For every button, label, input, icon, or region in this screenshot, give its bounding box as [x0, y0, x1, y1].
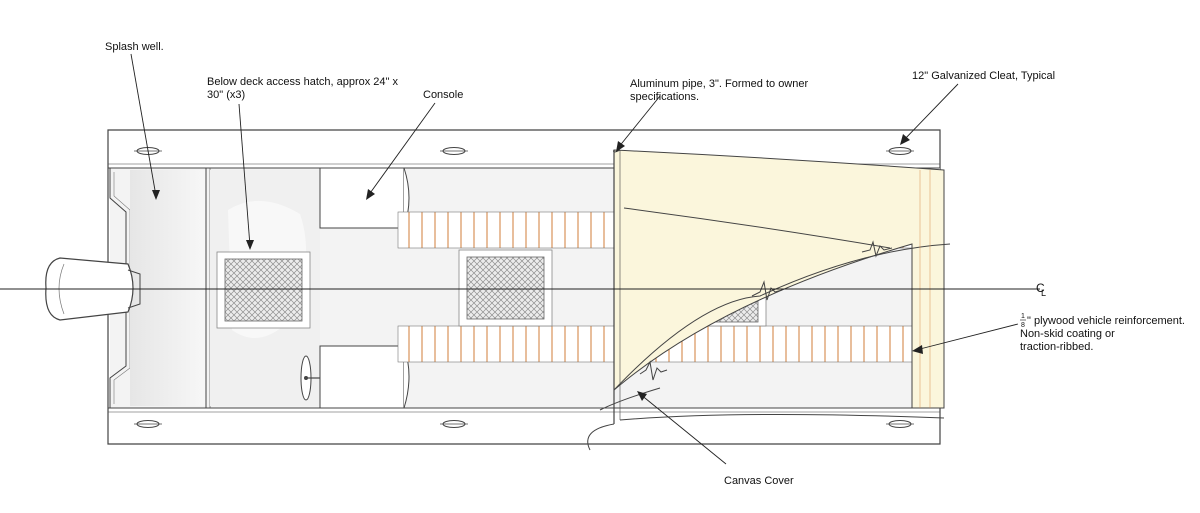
cleat-icon [440, 147, 468, 155]
plywood-fraction-denominator: 8 [1021, 322, 1025, 329]
plywood-label-line-3: traction-ribbed. [1020, 341, 1093, 353]
aluminum-pipe-frame [587, 149, 945, 451]
centerline: C L [0, 281, 1046, 298]
aluminum-pipe-label-line-2: specifications. [630, 91, 699, 103]
steering-wheel-icon [300, 355, 320, 401]
plywood-label-line-2: Non-skid coating or [1020, 328, 1115, 340]
console-label: Console [423, 89, 463, 101]
centerline-symbol: C [1036, 281, 1045, 295]
access-hatch-stern [216, 251, 311, 329]
cleat-icon [886, 420, 914, 428]
cleat-label: 12" Galvanized Cleat, Typical [912, 70, 1055, 82]
console-top [319, 167, 410, 229]
leader-lines [130, 53, 1019, 465]
canvas-cover-label: Canvas Cover [724, 475, 794, 487]
access-hatch-middle [458, 249, 553, 327]
centerline-subscript: L [1041, 288, 1046, 298]
cleat-icon [440, 420, 468, 428]
plywood-fraction-numerator: 1 [1021, 313, 1025, 320]
plywood-fraction: 1 8 [1020, 313, 1026, 329]
aluminum-pipe-label-line-1: Aluminum pipe, 3". Formed to owner [630, 78, 808, 90]
cleat-icon [886, 147, 914, 155]
cleat-icon [134, 420, 162, 428]
splash-well [130, 168, 211, 408]
hatch-label-line-2: 30" (x3) [207, 89, 245, 101]
splash-well-label: Splash well. [105, 41, 164, 53]
plywood-label-line-1: " plywood vehicle reinforcement. [1027, 315, 1185, 327]
hatch-label-line-1: Below deck access hatch, approx 24" x [207, 76, 399, 88]
console-bottom [319, 345, 410, 409]
annotation-labels: Splash well. Below deck access hatch, ap… [105, 41, 1185, 487]
